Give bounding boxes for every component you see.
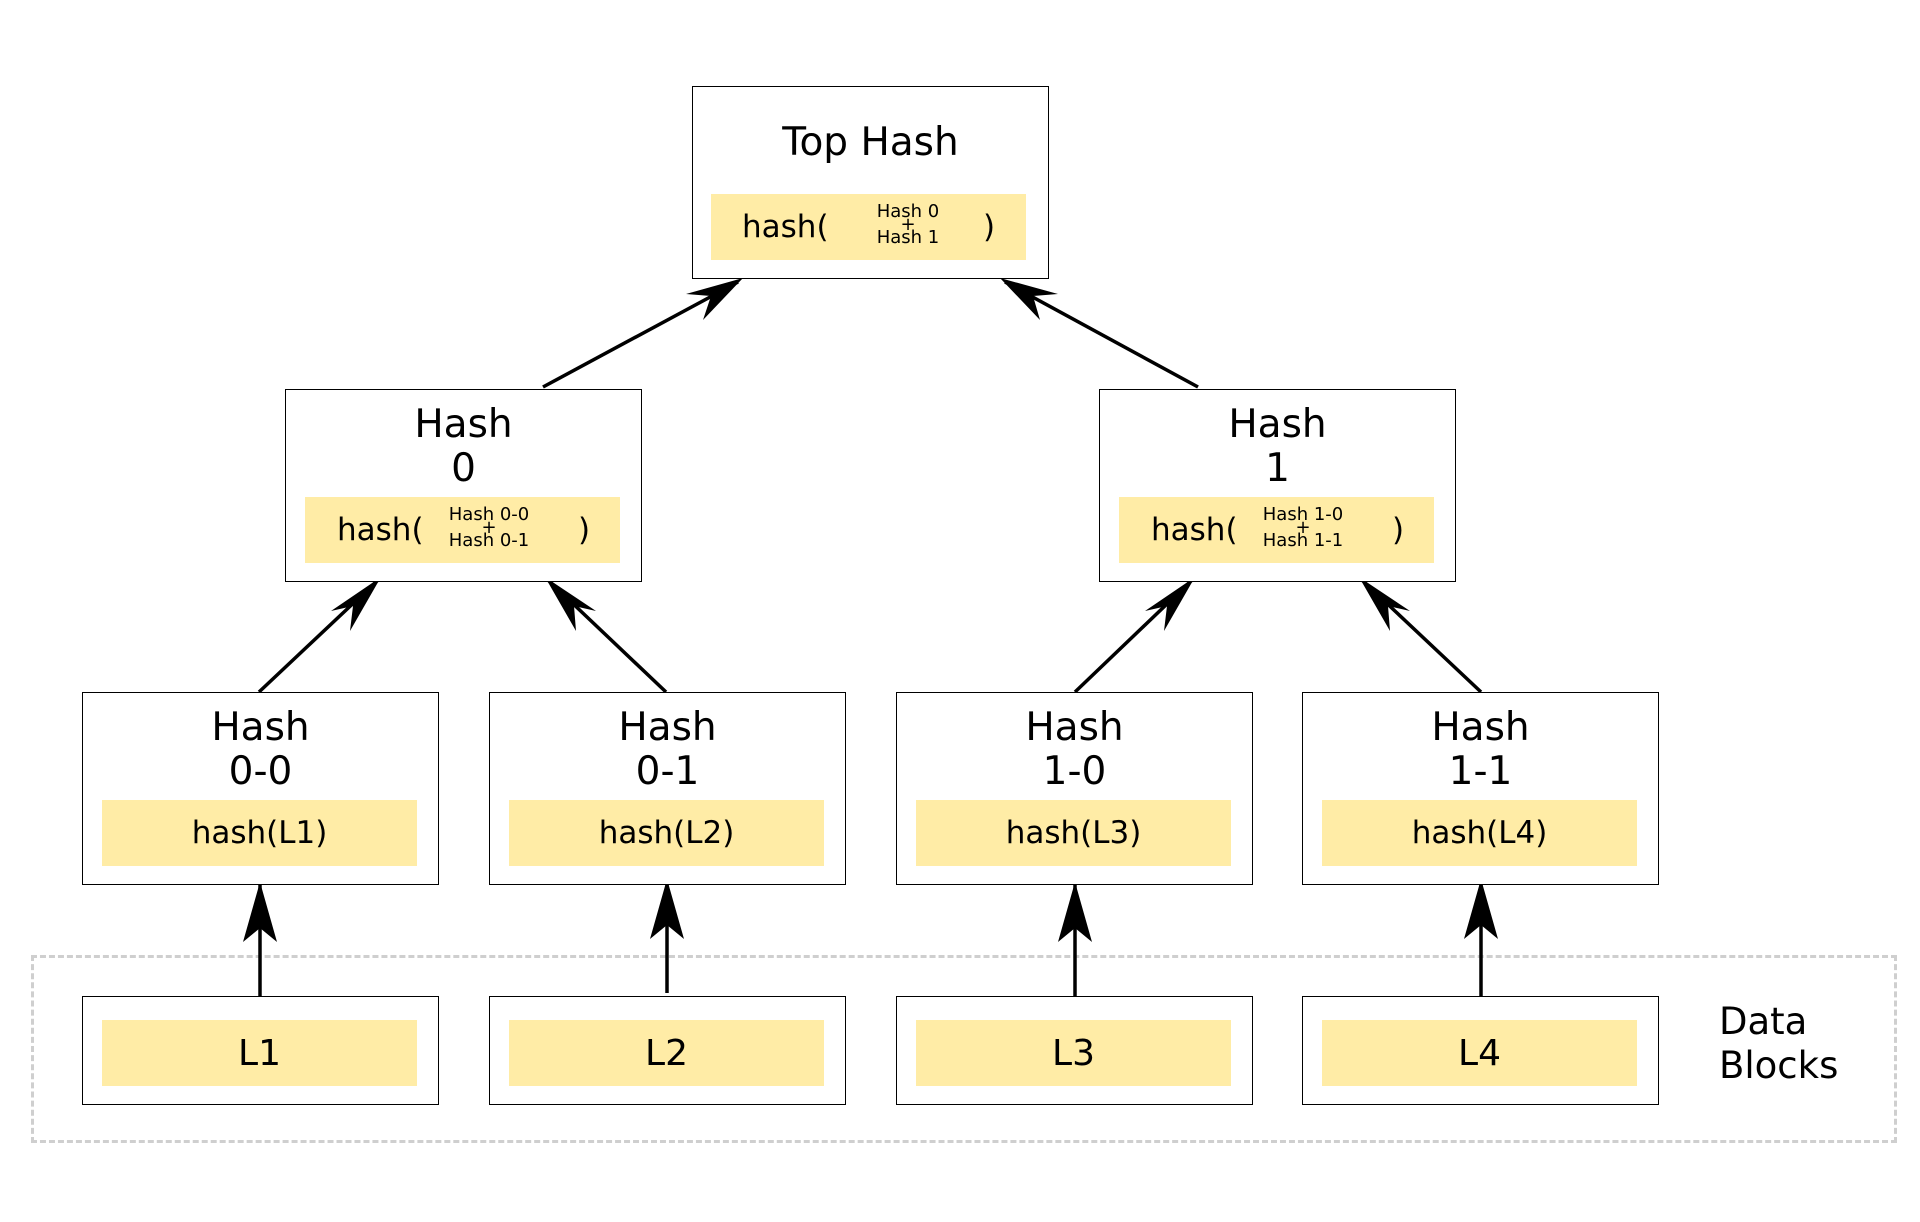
hash-1-fn-open: hash( (1151, 512, 1238, 548)
hash-0-title-line2: 0 (451, 446, 476, 491)
arrowhead-hash00 (243, 882, 277, 942)
hash-1-arg1: Hash 1-0 (1262, 504, 1344, 525)
hash-1-0-title-line1: Hash (1025, 705, 1124, 750)
hash-0-1-title-line1: Hash (618, 705, 717, 750)
top-hash-arg1: Hash 0 (876, 201, 940, 222)
data-blocks-region (31, 955, 1897, 1143)
arrowhead-hash1-left (1145, 577, 1195, 631)
arrowhead-top-right (1000, 278, 1058, 320)
arrowhead-hash0-left (331, 577, 381, 631)
top-hash-fn-close: ) (983, 209, 996, 245)
hash-0-1-title-line2: 0-1 (635, 749, 700, 794)
arrowhead-hash11 (1464, 879, 1498, 939)
hash-1-0-title-line2: 1-0 (1042, 749, 1107, 794)
arrowhead-top-left (686, 278, 743, 320)
data-block-l1: L1 (82, 996, 439, 1105)
hash-0-0-title-line2: 0-0 (228, 749, 293, 794)
top-hash-fn-open: hash( (742, 209, 829, 245)
hash-0-arg1: Hash 0-0 (448, 504, 530, 525)
hash-1-0-formula: hash(L3) (916, 800, 1231, 866)
hash-0-fn-close: ) (578, 512, 591, 548)
data-blocks-label: Data Blocks (1719, 1000, 1838, 1088)
hash-1-fn-close: ) (1392, 512, 1405, 548)
hash-1-formula: hash( Hash 1-0 + Hash 1-1 ) (1119, 497, 1434, 563)
hash-0-0-content: hash(L1) (191, 815, 328, 851)
hash-0-args: Hash 0-0 + Hash 0-1 (429, 505, 549, 551)
hash-0-0-formula: hash(L1) (102, 800, 417, 866)
top-hash-node: Top Hash hash( Hash 0 + Hash 1 ) (692, 86, 1049, 279)
hash-0-arg2: Hash 0-1 (448, 530, 530, 551)
hash-0-0-title-line1: Hash (211, 705, 310, 750)
top-hash-arg2: Hash 1 (876, 227, 940, 248)
edge-hash1-to-top (1004, 280, 1199, 389)
hash-1-1-formula: hash(L4) (1322, 800, 1637, 866)
hash-0-fn-open: hash( (337, 512, 424, 548)
hash-1-1-title-line1: Hash (1431, 705, 1530, 750)
arrowhead-hash0-right (545, 577, 596, 631)
data-block-l2: L2 (489, 996, 846, 1105)
hash-1-0-node: Hash 1-0 hash(L3) (896, 692, 1253, 885)
data-block-l3: L3 (896, 996, 1253, 1105)
data-block-l2-panel: L2 (509, 1020, 824, 1086)
top-hash-title: Top Hash (782, 120, 959, 165)
data-blocks-label-line2: Blocks (1719, 1044, 1839, 1087)
hash-0-1-content: hash(L2) (598, 815, 735, 851)
top-hash-formula: hash( Hash 0 + Hash 1 ) (711, 194, 1026, 260)
hash-1-arg2: Hash 1-1 (1262, 530, 1344, 551)
data-block-l4: L4 (1302, 996, 1659, 1105)
hash-0-node: Hash 0 hash( Hash 0-0 + Hash 0-1 ) (285, 389, 642, 582)
data-block-l1-panel: L1 (102, 1020, 417, 1086)
data-blocks-label-line1: Data (1719, 1000, 1808, 1043)
hash-1-title-line1: Hash (1228, 402, 1327, 447)
data-block-l3-label: L3 (1052, 1032, 1095, 1074)
data-block-l3-panel: L3 (916, 1020, 1231, 1086)
hash-0-0-node: Hash 0-0 hash(L1) (82, 692, 439, 885)
hash-1-0-content: hash(L3) (1005, 815, 1142, 851)
hash-1-1-node: Hash 1-1 hash(L4) (1302, 692, 1659, 885)
hash-0-1-node: Hash 0-1 hash(L2) (489, 692, 846, 885)
data-block-l2-label: L2 (645, 1032, 688, 1074)
arrowhead-hash01 (650, 879, 684, 939)
edge-hash0-to-top (542, 280, 739, 389)
hash-1-node: Hash 1 hash( Hash 1-0 + Hash 1-1 ) (1099, 389, 1456, 582)
hash-1-1-content: hash(L4) (1411, 815, 1548, 851)
arrowhead-hash10 (1058, 882, 1092, 942)
arrowhead-hash1-right (1359, 577, 1410, 631)
top-hash-args: Hash 0 + Hash 1 (848, 202, 968, 248)
hash-0-formula: hash( Hash 0-0 + Hash 0-1 ) (305, 497, 620, 563)
hash-0-1-formula: hash(L2) (509, 800, 824, 866)
hash-1-title-line2: 1 (1265, 446, 1290, 491)
hash-1-args: Hash 1-0 + Hash 1-1 (1243, 505, 1363, 551)
hash-1-1-title-line2: 1-1 (1448, 749, 1513, 794)
hash-0-title-line1: Hash (414, 402, 513, 447)
data-block-l4-label: L4 (1458, 1032, 1501, 1074)
data-block-l4-panel: L4 (1322, 1020, 1637, 1086)
data-block-l1-label: L1 (238, 1032, 281, 1074)
